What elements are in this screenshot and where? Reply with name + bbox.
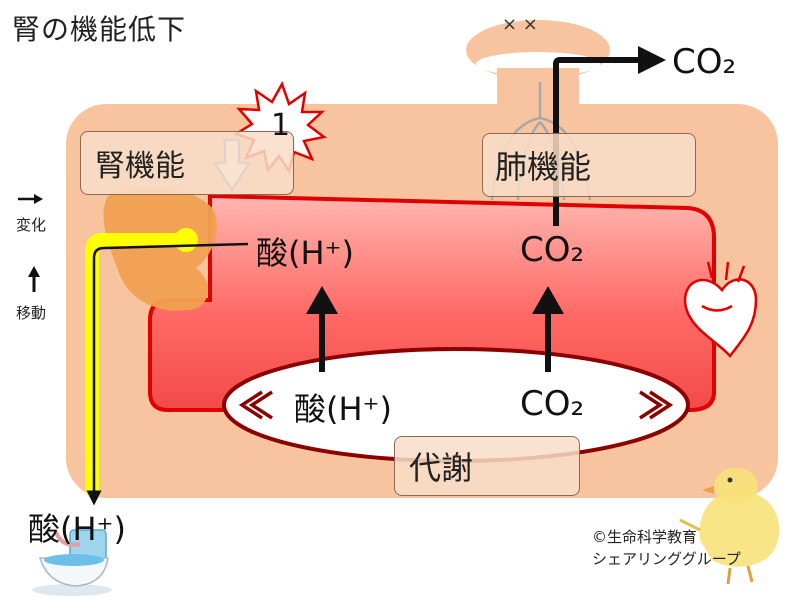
kidney-function-label: 腎機能 [80, 131, 294, 195]
legend-change-label: 変化 [16, 216, 47, 234]
acid-excreted-label: 酸(H⁺) [28, 510, 126, 548]
lung-function-label: 肺機能 [482, 133, 696, 197]
badge-number: 1 [271, 108, 291, 143]
urine-tube [85, 233, 193, 497]
co2-metabolism-label: CO₂ [520, 384, 585, 424]
co2-rise-arrow [532, 286, 564, 372]
legend-movement-arrow-icon [28, 266, 40, 292]
toilet-icon [32, 529, 112, 596]
metabolism-chevrons [238, 390, 674, 420]
acid-blood-label: 酸(H⁺) [256, 234, 354, 272]
acid-metabolism-label: 酸(H⁺) [294, 390, 392, 428]
heart-icon [683, 261, 758, 358]
acid-excretion-arrow [86, 242, 249, 506]
metabolism-label: 代謝 [394, 436, 580, 496]
co2-exhaled-label: CO₂ [672, 42, 737, 82]
credit-line-2: シェアリンググループ [592, 550, 741, 568]
glomerulus [174, 228, 198, 252]
co2-blood-label: CO₂ [520, 230, 585, 270]
acid-rise-arrow [306, 286, 338, 372]
legend-movement-label: 移動 [16, 304, 47, 322]
legend-change-arrow-icon [18, 194, 43, 204]
kidney-organ [103, 187, 217, 311]
chick-mascot-icon [679, 468, 780, 585]
credit-line-1: ©生命科学教育 [592, 528, 698, 546]
head-marks: × × [502, 14, 538, 35]
credit-text: ©生命科学教育 シェアリンググループ [592, 526, 741, 570]
co2-exhale-arrow [553, 46, 666, 226]
page-title: 腎の機能低下 [12, 13, 187, 46]
